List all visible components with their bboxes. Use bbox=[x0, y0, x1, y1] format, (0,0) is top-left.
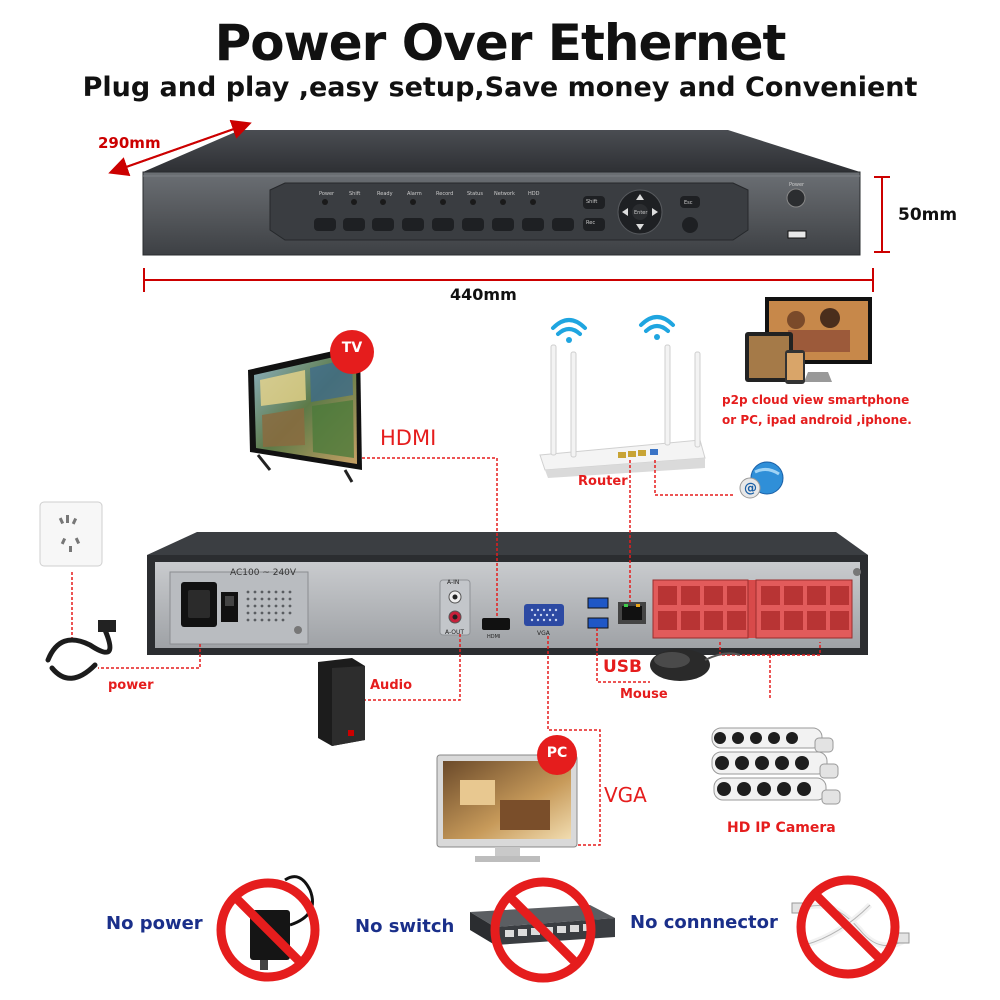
power-label: power bbox=[108, 678, 154, 693]
power-cable-illustration bbox=[45, 627, 113, 681]
dimension-lines bbox=[108, 119, 890, 292]
ain-label: A-IN bbox=[447, 579, 459, 586]
led-hdd: HDD bbox=[528, 191, 540, 197]
no-connector-label: No connnector bbox=[630, 912, 778, 933]
led-shift: Shift bbox=[349, 191, 360, 197]
power-button-label: Power bbox=[789, 182, 805, 188]
led-power: Power bbox=[319, 191, 335, 197]
page-subtitle: Plug and play ,easy setup,Save money and… bbox=[82, 72, 918, 103]
power-plug bbox=[98, 620, 116, 632]
nvr-front: Power Shift Ready Alarm Record Status Ne… bbox=[142, 130, 861, 256]
usb-label: USB bbox=[603, 657, 643, 677]
vga-port-label: VGA bbox=[537, 630, 551, 637]
esc-button[interactable] bbox=[680, 196, 700, 208]
tv-badge: TV bbox=[341, 340, 363, 356]
rec-button-label: Rec bbox=[586, 220, 595, 226]
poe-ports bbox=[652, 579, 853, 639]
aout-label: A-OUT bbox=[445, 629, 464, 636]
connection-lines bbox=[71, 457, 821, 846]
pc-badge: PC bbox=[546, 745, 568, 761]
internet-globe-icon: @ bbox=[739, 461, 784, 499]
nvr-rear: AC100 ~ 240V A-IN A-OUT HDMI VGA bbox=[147, 532, 868, 655]
power-button[interactable] bbox=[786, 188, 806, 208]
router-label: Router bbox=[578, 474, 628, 489]
router-illustration bbox=[539, 315, 706, 478]
enter-button-label: Enter bbox=[634, 210, 648, 216]
tv-illustration bbox=[248, 330, 374, 483]
wifi-icon bbox=[551, 315, 675, 336]
mouse-label: Mouse bbox=[620, 687, 668, 702]
front-usb-port bbox=[787, 230, 807, 239]
audio-label: Audio bbox=[370, 678, 413, 693]
led-ready: Ready bbox=[377, 191, 393, 197]
mouse-illustration bbox=[650, 649, 741, 681]
camera-label: HD IP Camera bbox=[727, 820, 836, 836]
indicator-leds bbox=[322, 199, 536, 205]
nav-pad[interactable]: Enter bbox=[617, 189, 663, 235]
no-connector-icon bbox=[791, 875, 910, 979]
hdmi-label: HDMI bbox=[380, 426, 437, 450]
voltage-label: AC100 ~ 240V bbox=[230, 568, 297, 578]
hdmi-port-label: HDMI bbox=[487, 634, 500, 640]
cloud-label: p2p cloud view smartphone or PC, ipad an… bbox=[722, 393, 912, 427]
wall-outlet-illustration bbox=[39, 501, 103, 567]
esc-button-label: Esc bbox=[684, 200, 693, 206]
shift-button-label: Shift bbox=[586, 199, 597, 205]
smart-devices-illustration bbox=[745, 297, 872, 384]
svg-text:@: @ bbox=[744, 481, 757, 496]
indicator-labels: Power Shift Ready Alarm Record Status Ne… bbox=[319, 191, 540, 197]
depth-dimension-label: 290mm bbox=[98, 134, 161, 152]
jog-dial[interactable] bbox=[682, 217, 698, 233]
led-network: Network bbox=[494, 191, 515, 197]
no-power-adapter-icon bbox=[216, 875, 320, 982]
vga-label: VGA bbox=[604, 783, 647, 807]
height-dimension-label: 50mm bbox=[898, 205, 958, 225]
no-power-label: No power bbox=[106, 913, 203, 934]
width-dimension-label: 440mm bbox=[450, 285, 517, 304]
led-status: Status bbox=[467, 191, 483, 197]
page-title: Power Over Ethernet bbox=[214, 14, 787, 72]
no-switch-icon bbox=[470, 877, 615, 983]
no-switch-label: No switch bbox=[355, 916, 455, 937]
led-alarm: Alarm bbox=[407, 191, 422, 197]
led-record: Record bbox=[436, 191, 453, 197]
ip-camera-illustration bbox=[711, 727, 841, 805]
pc-monitor-illustration bbox=[436, 735, 578, 862]
speaker-illustration bbox=[318, 658, 365, 746]
playback-buttons[interactable]: Rec Shift bbox=[314, 196, 605, 231]
